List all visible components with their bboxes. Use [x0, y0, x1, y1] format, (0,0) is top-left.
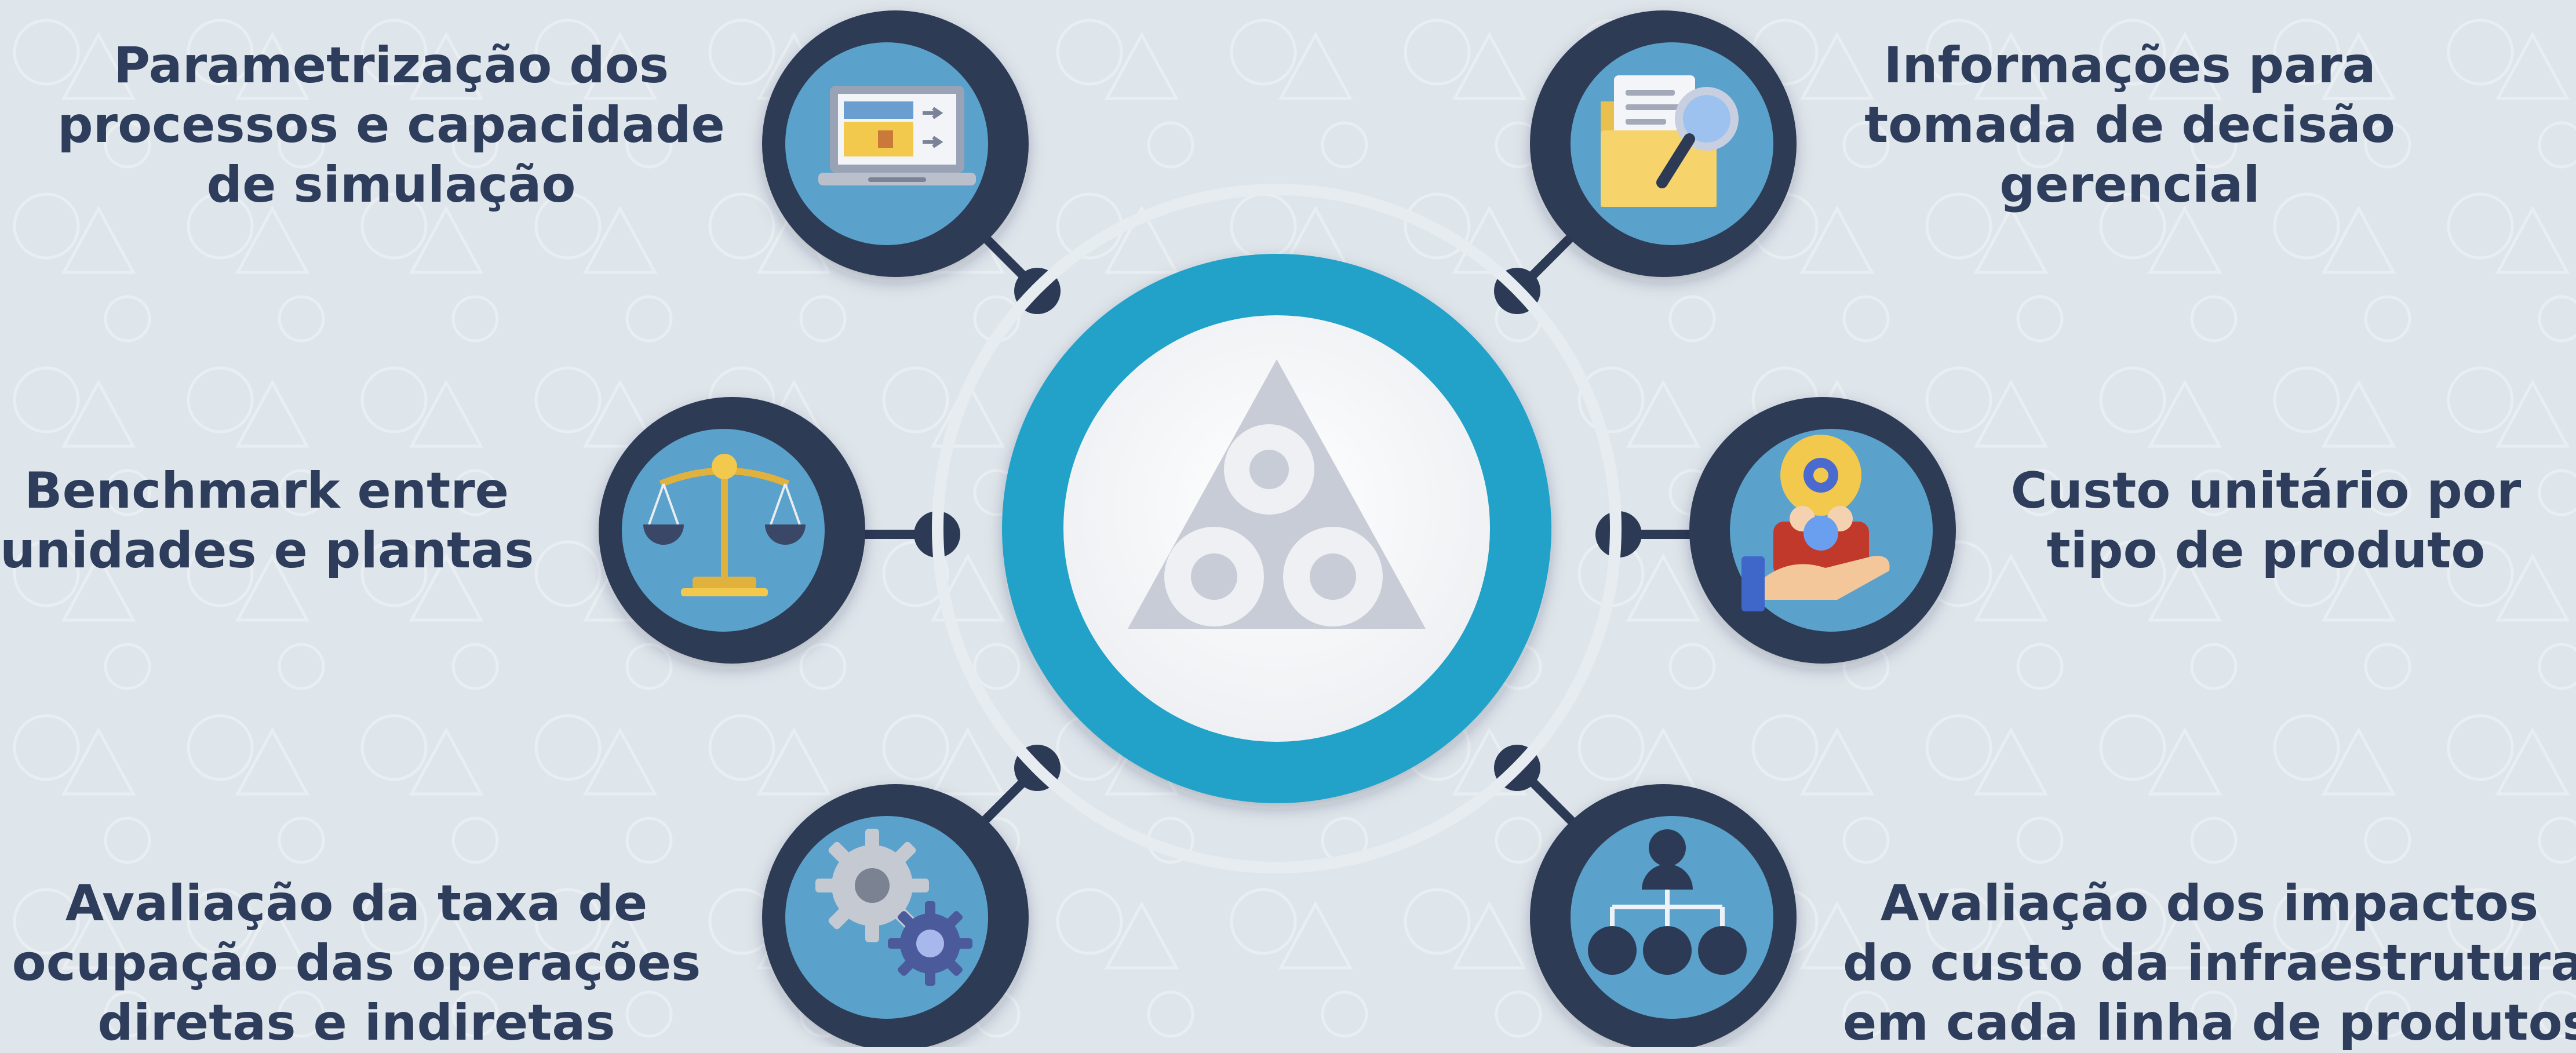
label-line: unidades e plantas [0, 522, 534, 580]
node-bottom-right [1530, 784, 1797, 1047]
label-line: gerencial [1999, 156, 2260, 214]
center-hub [932, 184, 1622, 873]
label-line: do custo da infraestrutura [1843, 934, 2576, 992]
label-line: Custo unitário por [2010, 462, 2522, 520]
label-line: diretas e indiretas [97, 994, 615, 1052]
hand-team-icon [1741, 435, 1890, 611]
label-mid-right: Custo unitário por tipo de produto [2005, 461, 2527, 581]
label-line: Benchmark entre [24, 462, 509, 520]
label-line: tipo de produto [2046, 522, 2486, 580]
label-line: de simulação [206, 156, 576, 214]
node-mid-left [599, 397, 865, 664]
outer-halo-ring [932, 184, 1622, 873]
label-line: Informações para [1883, 37, 2376, 94]
gears-icon [815, 829, 972, 986]
label-line: tomada de decisão [1864, 96, 2395, 154]
label-line: processos e capacidade [57, 96, 725, 154]
label-mid-left: Benchmark entre unidades e plantas [0, 461, 534, 581]
label-bottom-left: Avaliação da taxa de ocupação das operaç… [0, 874, 713, 1053]
label-bottom-right: Avaliação dos impactos do custo da infra… [1843, 874, 2576, 1053]
label-top-left: Parametrização dos processos e capacidad… [0, 36, 782, 215]
label-line: Avaliação dos impactos [1880, 875, 2539, 932]
label-line: Parametrização dos [113, 37, 669, 94]
label-line: ocupação das operações [12, 934, 701, 992]
label-top-right: Informações para tomada de decisão geren… [1811, 36, 2449, 215]
label-line: Avaliação da taxa de [65, 875, 648, 932]
laptop-process-icon [818, 86, 976, 185]
org-chart-icon [1588, 829, 1747, 975]
balance-scale-icon [643, 454, 806, 596]
folder-search-icon [1601, 75, 1739, 207]
triangle-circles-logo [1128, 359, 1426, 629]
label-line: em cada linha de produtos [1843, 994, 2576, 1052]
